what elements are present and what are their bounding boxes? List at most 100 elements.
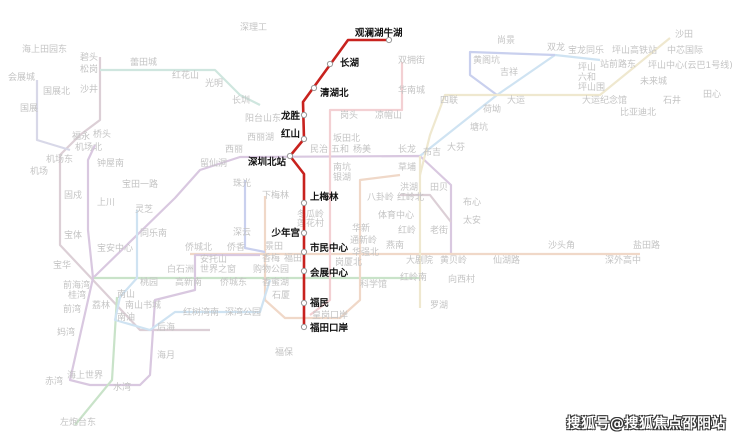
station-label[interactable]: 红岭南 [400,271,427,283]
station-label[interactable]: 白石洲 [167,263,194,275]
highlighted-station-label[interactable]: 龙胜 [280,110,301,122]
station-dot[interactable] [300,267,308,275]
station-label[interactable]: 通新岭 [350,234,377,246]
station-label[interactable]: 长圳 [232,94,250,106]
station-label[interactable]: 坪山高铁站 [612,44,657,56]
station-label[interactable]: 石厦 [272,290,290,301]
station-label[interactable]: 六和 [578,71,596,83]
station-label[interactable]: 香梅 [262,252,280,264]
station-label[interactable]: 机场 [30,165,48,177]
station-dot[interactable] [300,111,308,119]
station-label[interactable]: 福田 [284,252,302,264]
station-label[interactable]: 香蜜湖 [262,276,289,288]
station-label[interactable]: 上川 [97,197,115,208]
station-label[interactable]: 杨美 [353,143,371,155]
station-label[interactable]: 老街 [430,224,448,236]
station-label[interactable]: 罗湖 [430,300,448,311]
station-label[interactable]: 前湾 [63,303,81,315]
station-label[interactable]: 下梅林 [262,189,289,201]
station-label[interactable]: 太安 [463,214,481,226]
station-label[interactable]: 华新 [352,222,370,234]
station-label[interactable]: 比亚迪北 [620,106,656,118]
station-label[interactable]: 大运 [507,94,525,106]
station-label[interactable]: 双拥街 [398,54,425,66]
station-label[interactable]: 五和 [331,144,349,155]
station-label[interactable]: 沙田 [675,29,693,40]
station-label[interactable]: 南山书城 [125,299,161,311]
station-label[interactable]: 岗头 [340,110,358,121]
highlighted-station-label[interactable]: 上梅林 [310,191,339,203]
station-label[interactable]: 科学馆 [360,278,387,290]
station-dot[interactable] [385,36,393,44]
highlighted-station-label[interactable]: 长湖 [340,57,360,69]
station-label[interactable]: 未来城 [640,75,667,87]
highlighted-station-label[interactable]: 福田口岸 [309,322,349,334]
station-label[interactable]: 四联 [440,95,458,106]
station-label[interactable]: 桂湾 [68,289,86,301]
station-label[interactable]: 会展城 [8,71,35,83]
station-label[interactable]: 桥头 [93,128,111,140]
station-label[interactable]: 仙湖路 [493,254,520,266]
station-label[interactable]: 华南城 [398,84,425,96]
highlighted-station-label[interactable]: 市民中心 [310,242,349,254]
station-label[interactable]: 向西村 [448,273,475,285]
station-label[interactable]: 大剧院 [406,254,433,266]
station-label[interactable]: 宝龙同乐 [568,44,604,56]
highlighted-station-label[interactable]: 福民 [309,297,329,309]
station-label[interactable]: 购物公园 [253,263,289,275]
station-label[interactable]: 沙头角 [548,239,575,251]
station-label[interactable]: 草埔 [398,161,416,173]
station-label[interactable]: 海月 [157,349,175,361]
station-label[interactable]: 南坑 [333,161,351,173]
station-label[interactable]: 水湾 [113,381,131,393]
station-label[interactable]: 洪湖 [400,181,418,193]
station-label[interactable]: 荷坳 [483,103,501,115]
station-dot[interactable] [300,299,308,307]
station-label[interactable]: 黄阁坑 [473,54,500,66]
highlighted-station-label[interactable]: 红山 [281,128,300,140]
station-label[interactable]: 红花山 [172,69,199,81]
station-label[interactable]: 红树湾南 [183,306,219,318]
station-label[interactable]: 西丽 [225,144,243,155]
station-label[interactable]: 钟屋南 [97,157,124,169]
station-dot[interactable] [300,323,308,331]
station-label[interactable]: 松岗 [80,63,98,75]
station-dot[interactable] [300,229,308,237]
station-label[interactable]: 侨香 [227,241,245,253]
station-label[interactable]: 世界之窗 [200,263,236,275]
station-label[interactable]: 西丽湖 [247,132,274,143]
station-label[interactable]: 布吉 [423,146,441,158]
station-label[interactable]: 景田 [265,241,283,252]
highlighted-station-label[interactable]: 清湖北 [320,87,349,99]
station-label[interactable]: 侨城北 [185,241,212,253]
station-label[interactable]: 福永 [72,130,90,142]
station-label[interactable]: 盐田路 [633,239,660,251]
station-dot[interactable] [286,152,294,160]
station-label[interactable]: 深云 [233,227,251,238]
highlighted-station-label[interactable]: 会展中心 [310,267,349,279]
station-label[interactable]: 留仙洞 [200,157,227,169]
station-label[interactable]: 深外高中 [605,254,641,266]
station-label[interactable]: 长龙 [398,143,416,155]
station-label[interactable]: 坪山中心(云巴1号线) [648,59,733,71]
station-label[interactable]: 固戍 [64,189,82,201]
station-label[interactable]: 宝体 [64,229,82,241]
station-label[interactable]: 桃园 [140,276,158,288]
station-label[interactable]: 大运纪念馆 [582,94,627,106]
highlighted-station-label[interactable]: 深圳北站 [248,156,287,168]
station-label[interactable]: 前海湾 [63,279,90,291]
station-label[interactable]: 荔林 [92,299,110,311]
station-label[interactable]: 沙井 [80,83,98,95]
station-label[interactable]: 机场北 [75,141,102,153]
station-label[interactable]: 国展北 [43,86,70,97]
station-label[interactable]: 海上世界 [67,369,103,381]
station-label[interactable]: 灵芝 [135,203,153,215]
station-label[interactable]: 燕南 [386,239,404,251]
station-label[interactable]: 大芬 [447,141,465,153]
station-label[interactable]: 宝田一路 [122,178,158,190]
station-label[interactable]: 蕾田城 [130,56,157,68]
station-label[interactable]: 妈湾 [57,326,75,338]
station-label[interactable]: 碧头 [80,51,98,63]
